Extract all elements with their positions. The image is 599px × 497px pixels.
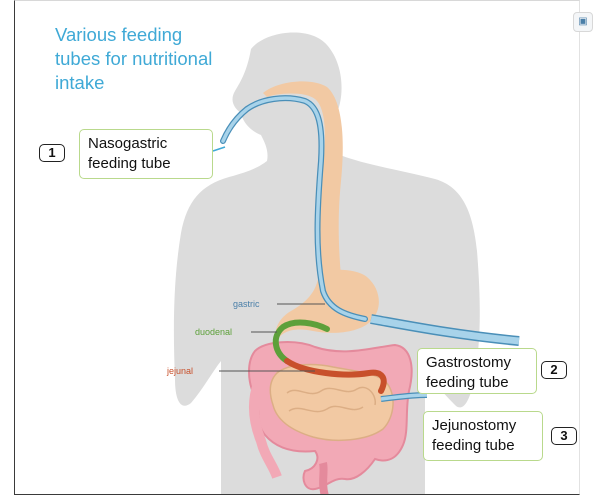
diagram-frame: gastric duodenal jejunal Various feeding… [14,0,580,495]
callout-number-3: 3 [551,427,577,445]
callout-number-2: 2 [541,361,567,379]
callout-gastrostomy: Gastrostomy feeding tube [417,348,537,394]
gastric-label: gastric [233,299,260,309]
callout-nasogastric: Nasogastric feeding tube [79,129,213,179]
duodenal-label: duodenal [195,327,232,337]
jejunal-label: jejunal [166,366,193,376]
diagram-title: Various feeding tubes for nutritional in… [55,23,255,95]
descending-colon-tail [323,463,325,495]
nasogastric-leader [213,147,225,151]
callout-jejunostomy: Jejunostomy feeding tube [423,411,543,461]
callout-number-1: 1 [39,144,65,162]
expand-icon[interactable]: ▣ [573,12,593,32]
